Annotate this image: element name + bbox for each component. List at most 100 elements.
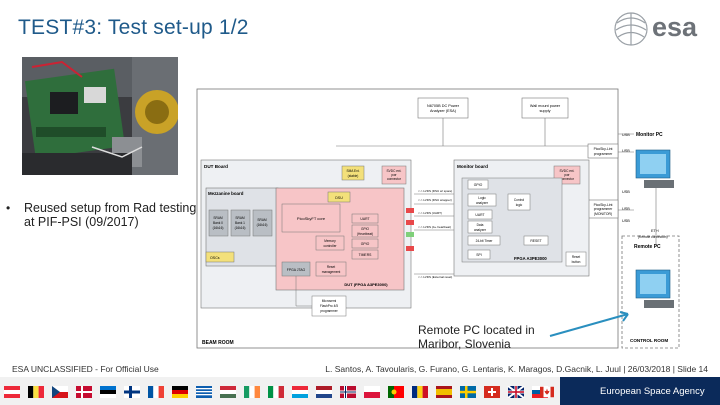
sram-0-a: SRAM	[213, 216, 223, 220]
flag-portugal-icon	[388, 386, 404, 398]
gpio-label: GPIO	[361, 242, 370, 246]
memctrl-1: Memory	[324, 239, 336, 243]
power-analyzer-label-1: N6705B DC Power	[427, 104, 460, 108]
control-room-label: CONTROL ROOM	[630, 338, 668, 343]
picosky-top-1: PicoSky-Lint	[594, 147, 613, 151]
flag-denmark-icon	[76, 386, 92, 398]
flag-poland-icon	[364, 386, 380, 398]
sram-1-b: Bank 1	[235, 221, 245, 225]
svdc-mon-3: connector	[560, 177, 575, 181]
test-setup-diagram: N6705B DC Power Analyzer (ESA) Wall moun…	[196, 88, 680, 349]
remote-pc-arrow-icon	[549, 311, 629, 337]
flag-norway-icon	[340, 386, 356, 398]
flag-netherlands-icon	[316, 386, 332, 398]
sram-2-b: (16k16)	[257, 223, 268, 227]
timers-label: TIMERS	[359, 253, 373, 257]
footer-classification: ESA UNCLASSIFIED - For Official Use	[12, 364, 159, 374]
flag-ireland-icon	[244, 386, 260, 398]
flag-france-icon	[148, 386, 164, 398]
sram-0-b: Bank 0	[213, 221, 223, 225]
microsemi-1: Microsemi	[322, 299, 337, 303]
flag-belgium-icon	[28, 386, 44, 398]
dut-board-label: DUT Board	[204, 164, 228, 169]
flag-hungary-icon	[220, 386, 236, 398]
slide-title: TEST#3: Test set-up 1/2	[18, 16, 249, 39]
flag-romania-icon	[412, 386, 428, 398]
flag-canada-icon	[540, 386, 554, 398]
esa-logo-icon	[614, 12, 648, 46]
power-analyzer-label-2: Analyzer (ESA)	[430, 109, 457, 113]
eth-label-2: (Remote connection)	[638, 235, 668, 239]
flag-estonia-icon	[100, 386, 116, 398]
svdc-mon-1: SVDC ext.	[560, 169, 575, 173]
agency-name: European Space Agency	[600, 386, 705, 397]
reset-mgmt-2: management	[322, 270, 341, 274]
member-flags-icon	[4, 386, 548, 398]
wall-supply-label-2: supply	[540, 109, 551, 113]
flag-germany-icon	[172, 386, 188, 398]
dut-fpga-label: DUT (FPGA A3PE3000)	[344, 282, 388, 287]
mezzanine-label: Mezzanine board	[208, 191, 244, 196]
svdc-dut-2: pwr	[391, 173, 397, 177]
reset-button-2: button	[572, 260, 581, 264]
memctrl-2: controller	[323, 244, 337, 248]
svdc-dut-1: SVDC ext.	[387, 169, 402, 173]
logic-analyzer-1: Logic	[478, 196, 486, 200]
flag-switzerland-icon	[484, 386, 500, 398]
remote-note: Remote PC located in Maribor, Slovenia	[418, 323, 535, 351]
agency-bar	[560, 377, 720, 405]
data-analyzer-2: analyzer	[474, 228, 487, 232]
sram-0-c: (16k16)	[213, 226, 224, 230]
oscs-label: OSCs	[210, 256, 220, 260]
reset-label: RESET	[530, 239, 541, 243]
beam-room-label: BEAM ROOM	[202, 340, 234, 346]
picosky-mon-3: (MONITOR)	[594, 212, 612, 216]
microsemi-3: programmer	[320, 309, 338, 313]
fpga-jtag-label: FPGA JTAG	[287, 268, 306, 272]
dsu-label: DSU	[335, 196, 343, 200]
bullet-text: Reused setup from Rad testing at PIF-PSI…	[24, 201, 197, 229]
sma-2: (stable)	[348, 174, 359, 178]
remote-note-line-1: Remote PC located in	[418, 323, 535, 337]
bullet-marker: •	[6, 201, 11, 215]
signal-2: <-> LVDS (DSU wrapper)	[418, 198, 452, 202]
flag-greece-icon	[196, 386, 212, 398]
power-analyzer-box	[417, 97, 469, 119]
signal-4: <-> LVDS (A+ heartbeat)	[418, 225, 451, 229]
signal-1: <-> LVDS (DSU w/ spare)	[418, 189, 452, 193]
test-setup-photo	[22, 57, 178, 175]
flag-luxembourg-icon	[292, 386, 308, 398]
uart-label: UART	[360, 217, 369, 221]
signal-3: <-> LVDS (UART)	[418, 211, 442, 215]
flag-austria-icon	[4, 386, 20, 398]
flag-sweden-icon	[460, 386, 476, 398]
signal-5: <-> LVDS (External reset)	[418, 275, 452, 279]
usb-5: USB	[622, 219, 630, 223]
picosky-top-2: programmer	[594, 152, 613, 156]
flag-spain-icon	[436, 386, 452, 398]
sram-1-c: (16k16)	[235, 226, 246, 230]
sram-2-a: SRAM	[257, 218, 267, 222]
footer-credits: L. Santos, A. Tavoularis, G. Furano, G. …	[325, 364, 708, 374]
flag-uk-icon	[507, 386, 525, 398]
monitor-board-label: Monitor board	[457, 164, 488, 169]
usb-2: USB	[622, 149, 630, 153]
data-analyzer-1: Data	[477, 223, 484, 227]
esa-logo-text: esa	[652, 12, 698, 42]
svdc-mon-2: pwr	[564, 173, 570, 177]
microsemi-2: FlashPro 4/5	[320, 304, 338, 308]
picosky-mon-2: programmer	[594, 207, 613, 211]
gpio-hb-2: (Heartbeat)	[357, 232, 373, 236]
usb-3: USB	[622, 190, 630, 194]
usb-4: USB	[622, 207, 630, 211]
cpu-core-label: PicoSkyFT core	[297, 216, 326, 221]
remote-pc-label: Remote PC	[634, 244, 661, 250]
remote-note-line-2: Maribor, Slovenia	[418, 337, 511, 351]
monitor-pc-label: Monitor PC	[636, 132, 663, 138]
reset-button-1: Reset	[572, 255, 580, 259]
control-logic-1: Control	[514, 198, 525, 202]
eth-label-1: ETH	[651, 229, 659, 233]
flag-czech-icon	[52, 386, 68, 398]
timer-24bit-label: 24-bit Timer	[476, 239, 494, 243]
picosky-mon-1: PicoSky-Lint	[594, 203, 613, 207]
